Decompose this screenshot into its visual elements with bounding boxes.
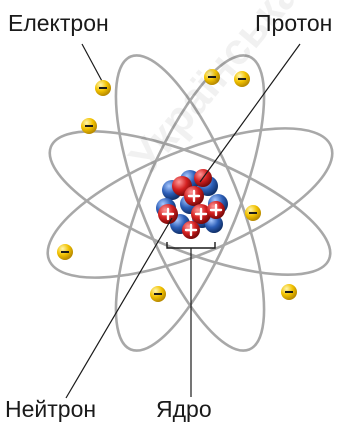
electron-leader-line	[82, 44, 103, 83]
electron-label: Електрон	[8, 12, 109, 35]
electron	[150, 286, 166, 302]
nucleus-label: Ядро	[156, 398, 212, 421]
electron	[95, 80, 111, 96]
electron	[81, 118, 97, 134]
neutron-leader-line	[66, 218, 172, 398]
electron	[281, 284, 297, 300]
electron	[57, 244, 73, 260]
proton-label: Протон	[255, 12, 332, 35]
electron	[245, 205, 261, 221]
nucleus	[156, 169, 228, 239]
neutron-label: Нейтрон	[5, 398, 96, 421]
